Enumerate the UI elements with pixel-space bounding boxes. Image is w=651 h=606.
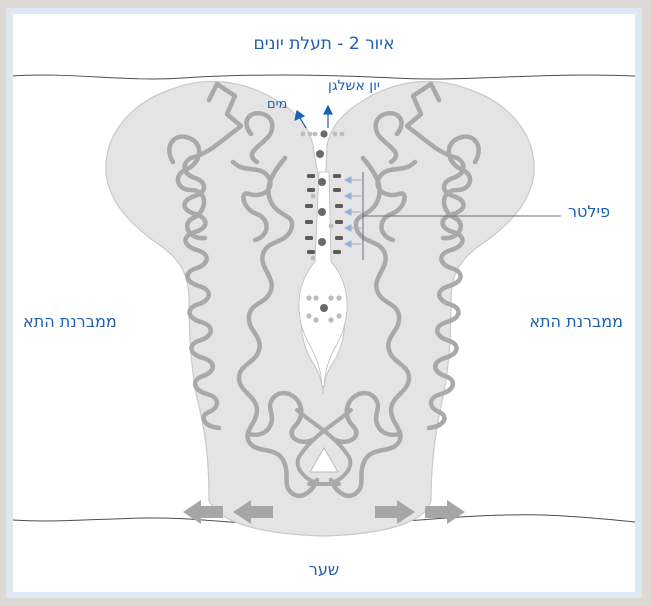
- filter-label: פילטר: [568, 202, 610, 221]
- potassium-ion-label: יון אשלגן: [328, 78, 380, 94]
- figure-panel: איור 2 - תעלת יונים יון אשלגן מים פילטר …: [13, 14, 635, 592]
- ion-channel-diagram: [13, 14, 635, 592]
- gate-arrow-right-2: [425, 500, 465, 524]
- membrane-label-right: ממברנת התא: [529, 312, 623, 331]
- membrane-top-line: [13, 75, 635, 79]
- gate-label: שער: [13, 560, 635, 579]
- water-label: מים: [267, 97, 287, 112]
- figure-title: איור 2 - תעלת יונים: [13, 34, 635, 54]
- membrane-label-left: ממברנת התא: [23, 312, 117, 331]
